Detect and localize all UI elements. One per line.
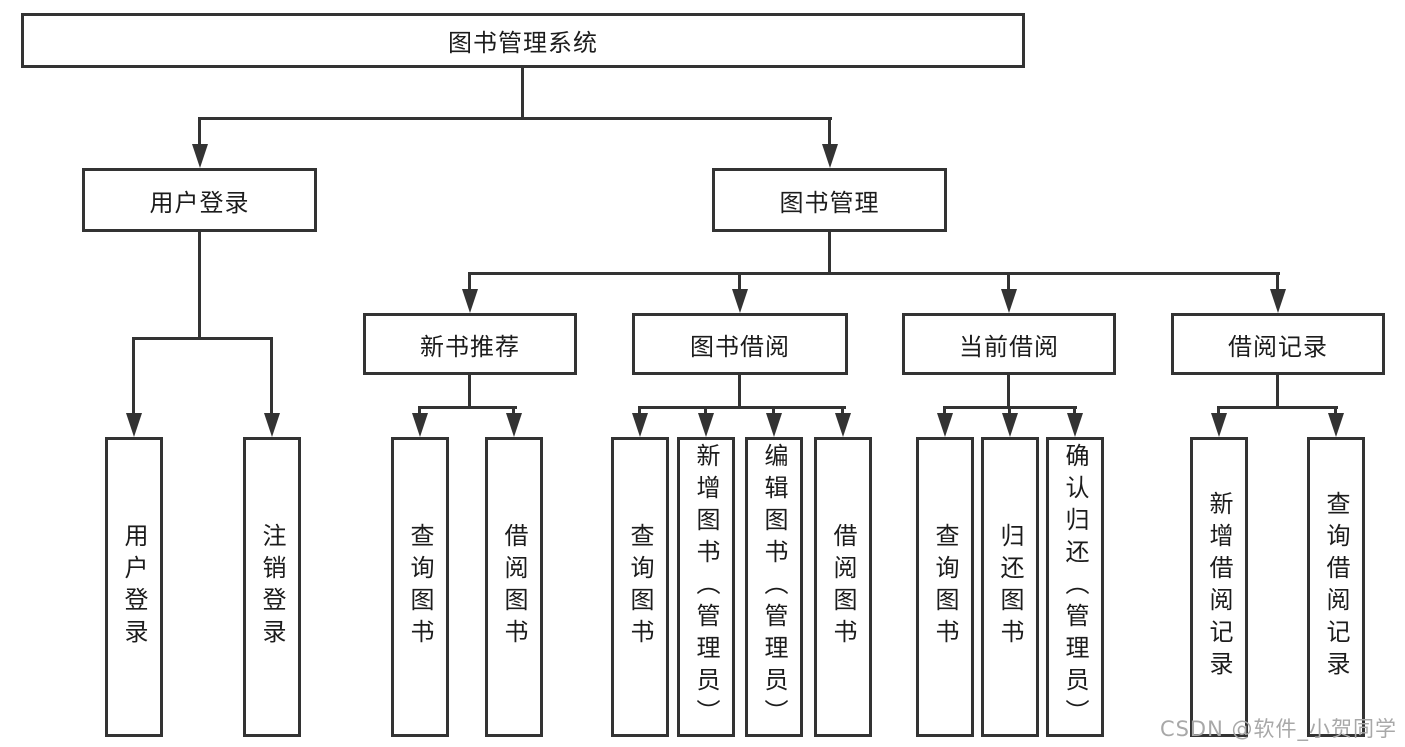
connector [1073,406,1076,418]
connector [198,117,201,150]
connector [1334,406,1337,418]
connector [1276,272,1279,293]
arrowhead-icon [264,413,280,437]
connector [1007,373,1010,406]
leaf-bb-edit-book-admin: 编辑图书（管理员） [745,437,803,737]
connector [270,337,273,418]
arrowhead-icon [1328,413,1344,437]
arrowhead-icon [822,144,838,168]
leaf-label: 新增图书（管理员） [692,443,720,731]
leaf-user-login: 用户登录 [105,437,163,737]
arrowhead-icon [937,413,953,437]
connector [1008,406,1011,418]
arrowhead-icon [1211,413,1227,437]
connector [132,337,273,340]
connector [738,272,741,293]
arrowhead-icon [1067,413,1083,437]
arrowhead-icon [126,413,142,437]
connector [468,373,471,406]
node-book-borrowing: 图书借阅 [632,313,848,375]
leaf-label: 借阅图书 [500,523,528,651]
connector [512,406,515,418]
watermark: CSDN @软件_小贺同学 [1159,717,1397,741]
connector [468,272,471,293]
connector [828,232,831,272]
leaf-cb-return-book: 归还图书 [981,437,1039,737]
connector [521,68,524,117]
node-book-management: 图书管理 [712,168,947,232]
leaf-nb-borrow-book: 借阅图书 [485,437,543,737]
arrowhead-icon [835,413,851,437]
leaf-label: 查询借阅记录 [1322,491,1350,683]
leaf-br-query-record: 查询借阅记录 [1307,437,1365,737]
arrowhead-icon [1002,413,1018,437]
connector [828,117,831,150]
arrowhead-icon [192,144,208,168]
leaf-label: 注销登录 [258,523,286,651]
arrowhead-icon [732,289,748,313]
connector [772,406,775,418]
leaf-logout: 注销登录 [243,437,301,737]
connector [468,272,1280,275]
leaf-label: 查询图书 [931,523,959,651]
leaf-label: 用户登录 [120,523,148,651]
node-borrowing-records: 借阅记录 [1171,313,1385,375]
leaf-label: 查询图书 [406,523,434,651]
connector [1217,406,1220,418]
leaf-label: 借阅图书 [829,523,857,651]
leaf-label: 确认归还（管理员） [1061,443,1089,731]
node-new-book-recommendation: 新书推荐 [363,313,577,375]
leaf-label: 新增借阅记录 [1205,491,1233,683]
leaf-nb-query-book: 查询图书 [391,437,449,737]
connector [943,406,946,418]
connector [1007,272,1010,293]
leaf-bb-query-book: 查询图书 [611,437,669,737]
connector [1276,373,1279,406]
leaf-cb-confirm-return-admin: 确认归还（管理员） [1046,437,1104,737]
arrowhead-icon [1270,289,1286,313]
connector [841,406,844,418]
node-current-borrowing: 当前借阅 [902,313,1116,375]
leaf-br-add-record: 新增借阅记录 [1190,437,1248,737]
arrowhead-icon [698,413,714,437]
leaf-label: 编辑图书（管理员） [760,443,788,731]
connector [638,406,846,409]
arrowhead-icon [412,413,428,437]
arrowhead-icon [766,413,782,437]
node-user-login: 用户登录 [82,168,317,232]
arrowhead-icon [1001,289,1017,313]
connector [418,406,421,418]
connector [198,117,832,120]
leaf-bb-add-book-admin: 新增图书（管理员） [677,437,735,737]
connector [738,373,741,406]
connector [638,406,641,418]
arrowhead-icon [632,413,648,437]
connector [704,406,707,418]
arrowhead-icon [462,289,478,313]
connector [418,406,517,409]
connector [1217,406,1338,409]
leaf-label: 归还图书 [996,523,1024,651]
connector [198,232,201,337]
leaf-bb-borrow-book: 借阅图书 [814,437,872,737]
leaf-label: 查询图书 [626,523,654,651]
arrowhead-icon [506,413,522,437]
node-root: 图书管理系统 [21,13,1025,68]
leaf-cb-query-book: 查询图书 [916,437,974,737]
connector [132,337,135,418]
